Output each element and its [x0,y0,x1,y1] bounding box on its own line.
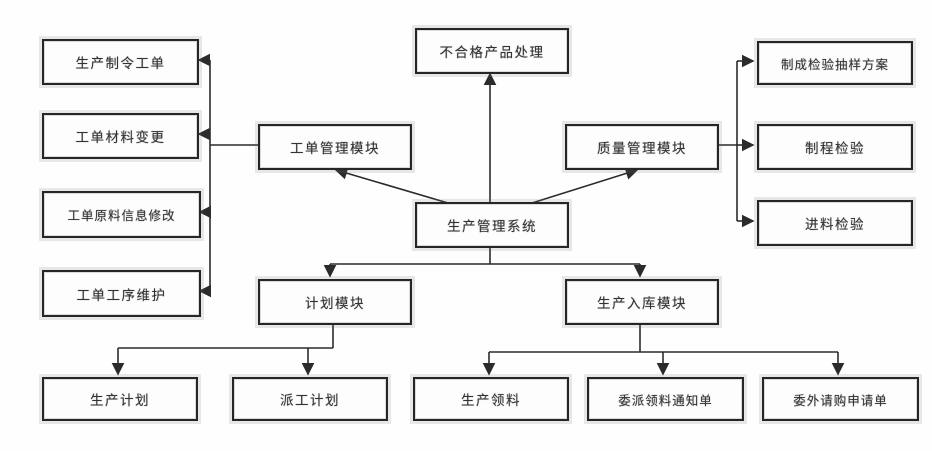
connector-plan-to-children [111,321,334,376]
node-work-order-module: 工单管理模块 [258,124,412,170]
connector-inbound-to-children [482,321,845,376]
node-incoming-inspection: 进料检验 [757,200,913,246]
node-production-management-system: 生产管理系统 [415,202,569,248]
node-production-inbound-module: 生产入库模块 [565,279,719,325]
connector-center-to-quality-module [531,167,639,204]
node-production-plan: 生产计划 [42,377,198,421]
connector-work-order-to-left-items [197,53,258,298]
node-label: 派工计划 [280,393,340,409]
node-label: 委外请购申请单 [793,392,888,408]
node-dispatch-plan: 派工计划 [232,377,388,421]
node-label: 工单材料变更 [75,130,166,146]
node-label: 计划模块 [305,296,365,312]
connector-center-to-lower-modules [323,244,647,278]
node-production-order: 生产制令工单 [42,39,199,85]
node-label: 生产管理系统 [447,219,537,235]
node-label: 制程检验 [805,141,865,157]
node-label: 工单管理模块 [290,141,380,157]
node-plan-module: 计划模块 [258,279,412,325]
node-work-order-material-change: 工单材料变更 [42,113,199,159]
node-label: 进料检验 [805,217,865,233]
node-inspection-sampling-plan: 制成检验抽样方案 [757,41,913,85]
node-label: 生产制令工单 [75,56,166,72]
node-label: 制成检验抽样方案 [780,56,889,72]
node-work-order-process-maintenance: 工单工序维护 [42,270,201,317]
node-label: 委派领料通知单 [618,392,713,408]
node-process-inspection: 制程检验 [757,124,913,170]
node-defective-product-handling: 不合格产品处理 [415,28,569,74]
node-outsourcing-purchase-request: 委外请购申请单 [762,377,919,421]
node-label: 生产计划 [90,393,150,409]
node-label: 工单工序维护 [76,287,167,304]
connector-center-to-work-order-module [334,167,449,204]
node-production-picking: 生产领料 [413,377,569,421]
node-label: 生产领料 [461,393,521,409]
node-label: 不合格产品处理 [439,45,545,61]
node-picking-notice: 委派领料通知单 [587,377,744,421]
node-label: 质量管理模块 [597,141,687,157]
node-label: 生产入库模块 [597,296,687,312]
node-label: 工单原料信息修改 [67,208,176,223]
connector-quality-to-right-items [715,54,755,228]
node-work-order-material-info-modify: 工单原料信息修改 [42,191,201,238]
node-quality-module: 质量管理模块 [565,124,719,170]
